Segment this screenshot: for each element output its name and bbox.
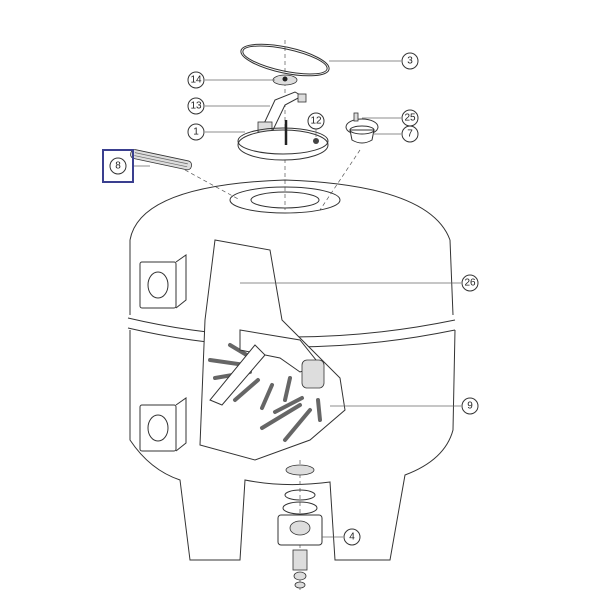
o-ring-part <box>240 43 330 77</box>
drain-assembly-part <box>277 460 323 590</box>
callout-8: 8 <box>109 157 127 175</box>
leader-lines <box>133 60 461 538</box>
callout-26: 26 <box>461 274 479 292</box>
pipe-part <box>130 149 192 171</box>
svg-text:25: 25 <box>404 113 416 124</box>
svg-text:14: 14 <box>190 75 202 86</box>
callout-12: 12 <box>307 112 325 130</box>
callout-4: 4 <box>343 528 361 546</box>
callout-9: 9 <box>461 397 479 415</box>
svg-text:26: 26 <box>464 278 476 289</box>
callout-1: 1 <box>187 123 205 141</box>
callout-7: 7 <box>401 125 419 143</box>
svg-text:1: 1 <box>193 127 199 138</box>
highlight-box <box>102 149 134 183</box>
pipe-axis <box>184 169 241 201</box>
sight-glass-axis <box>319 149 361 211</box>
callout-13: 13 <box>187 97 205 115</box>
svg-text:7: 7 <box>407 129 413 140</box>
svg-text:3: 3 <box>407 56 413 67</box>
svg-text:13: 13 <box>190 101 202 112</box>
callout-14: 14 <box>187 71 205 89</box>
svg-text:8: 8 <box>115 161 121 172</box>
lid-part <box>237 129 329 161</box>
sight-glass-part <box>349 129 375 144</box>
callout-3: 3 <box>401 52 419 70</box>
callout-25: 25 <box>401 109 419 127</box>
svg-text:12: 12 <box>310 116 322 127</box>
filter-tank <box>127 179 456 561</box>
svg-text:4: 4 <box>349 532 355 543</box>
svg-text:9: 9 <box>467 401 473 412</box>
nut-part <box>313 138 319 144</box>
